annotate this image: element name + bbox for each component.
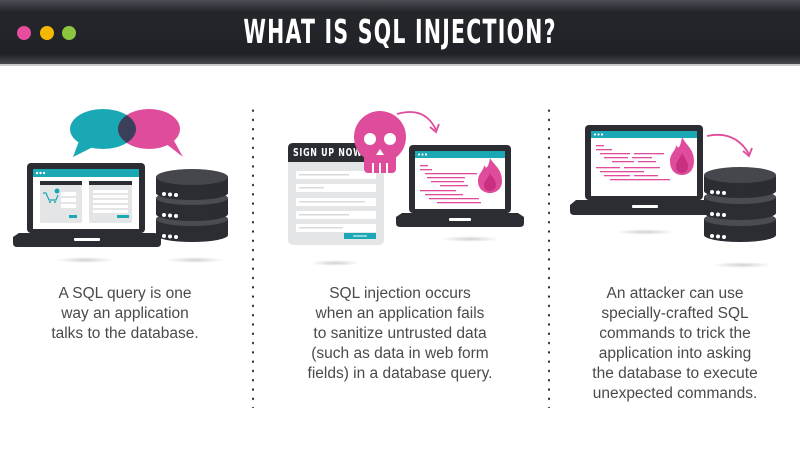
- caption-line: way an application: [61, 305, 189, 322]
- caption-panel-3: An attacker can use specially-crafted SQ…: [550, 284, 800, 404]
- caption-panel-2: SQL injection occurs when an application…: [270, 284, 530, 384]
- shadow: [55, 257, 115, 263]
- caption-line: to sanitize untrusted data: [313, 325, 487, 342]
- caption-line: talks to the database.: [51, 325, 199, 342]
- caption-line: the database to execute: [592, 365, 758, 382]
- arrow-icon: [396, 111, 440, 134]
- caption-line: A SQL query is one: [58, 285, 192, 302]
- caption-line: fields) in a database query.: [307, 365, 493, 382]
- window-dot-green: [62, 26, 76, 40]
- laptop-icon: [396, 145, 524, 227]
- laptop-icon: [13, 163, 161, 247]
- header-divider: [0, 64, 800, 66]
- caption-line: (such as data in web form: [311, 345, 489, 362]
- caption-line: application into asking: [598, 345, 752, 362]
- shadow: [440, 236, 500, 242]
- database-icon: [156, 169, 228, 242]
- page-title: WHAT IS SQL INJECTION?: [243, 12, 557, 51]
- shadow: [615, 229, 675, 235]
- caption-line: specially-crafted SQL: [601, 305, 749, 322]
- caption-line: unexpected commands.: [592, 385, 758, 402]
- form-header-label: SIGN UP NOW: [293, 146, 363, 159]
- caption-line: when an application fails: [315, 305, 485, 322]
- arrow-icon: [706, 133, 753, 158]
- header-bar: WHAT IS SQL INJECTION?: [0, 0, 800, 66]
- caption-line: SQL injection occurs: [329, 285, 471, 302]
- caption-line: An attacker can use: [606, 285, 744, 302]
- laptop-icon: [570, 125, 720, 215]
- skull-icon: [354, 111, 406, 173]
- dotted-divider-1: [252, 106, 254, 408]
- caption-panel-1: A SQL query is one way an application ta…: [0, 284, 250, 344]
- window-dot-yellow: [40, 26, 54, 40]
- sign-up-form-icon: [288, 143, 384, 245]
- window-dot-pink: [17, 26, 31, 40]
- database-icon: [704, 167, 776, 242]
- shadow: [712, 262, 772, 268]
- shadow: [165, 257, 225, 263]
- shadow: [310, 260, 360, 266]
- dotted-divider-2: [548, 106, 550, 408]
- speech-bubbles-icon: [70, 109, 183, 157]
- caption-line: commands to trick the: [599, 325, 751, 342]
